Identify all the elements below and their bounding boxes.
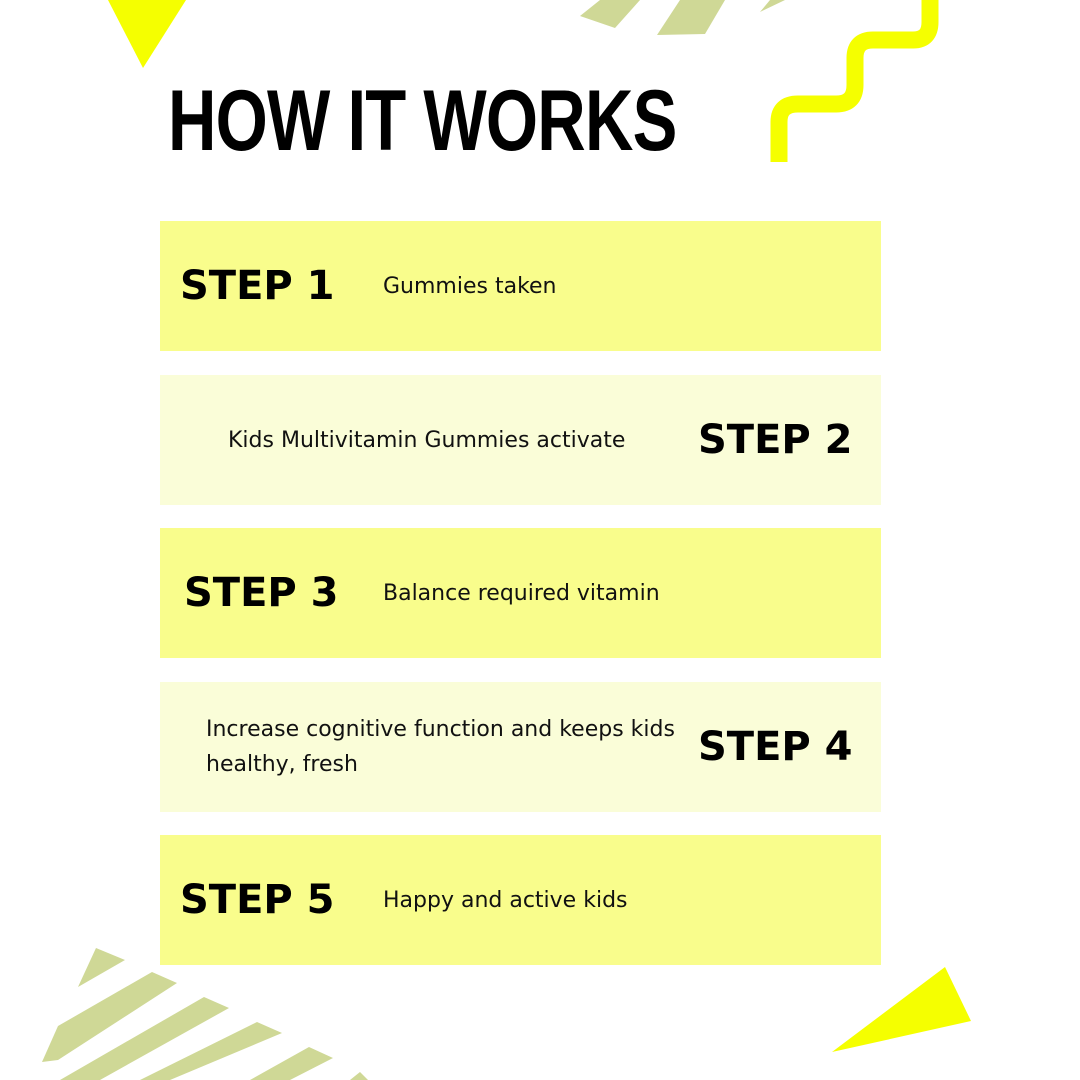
step-text: Balance required vitamin (383, 580, 660, 606)
stripes-bottom-left (42, 948, 368, 1080)
step-card-1: STEP 1 Gummies taken (160, 221, 881, 351)
step-card-4: Increase cognitive function and keeps ki… (160, 682, 881, 812)
step-card-5: STEP 5 Happy and active kids (160, 835, 881, 965)
step-label: STEP 1 (180, 263, 335, 309)
page-title: HOW IT WORKS (168, 73, 677, 169)
step-label: STEP 2 (698, 417, 853, 463)
step-card-2: Kids Multivitamin Gummies activate STEP … (160, 375, 881, 505)
step-label: STEP 5 (180, 877, 335, 923)
step-card-3: STEP 3 Balance required vitamin (160, 528, 881, 658)
step-text: Increase cognitive function and keeps ki… (206, 717, 675, 777)
stripes-top (580, 0, 785, 35)
step-text: Gummies taken (383, 273, 557, 299)
triangle-bottom-right (832, 967, 971, 1052)
triangle-top-left (108, 0, 186, 68)
step-label: STEP 4 (698, 724, 853, 770)
step-label: STEP 3 (184, 570, 339, 616)
step-text: Kids Multivitamin Gummies activate (228, 427, 626, 453)
zigzag-line (770, 0, 939, 162)
step-text: Happy and active kids (383, 887, 628, 913)
